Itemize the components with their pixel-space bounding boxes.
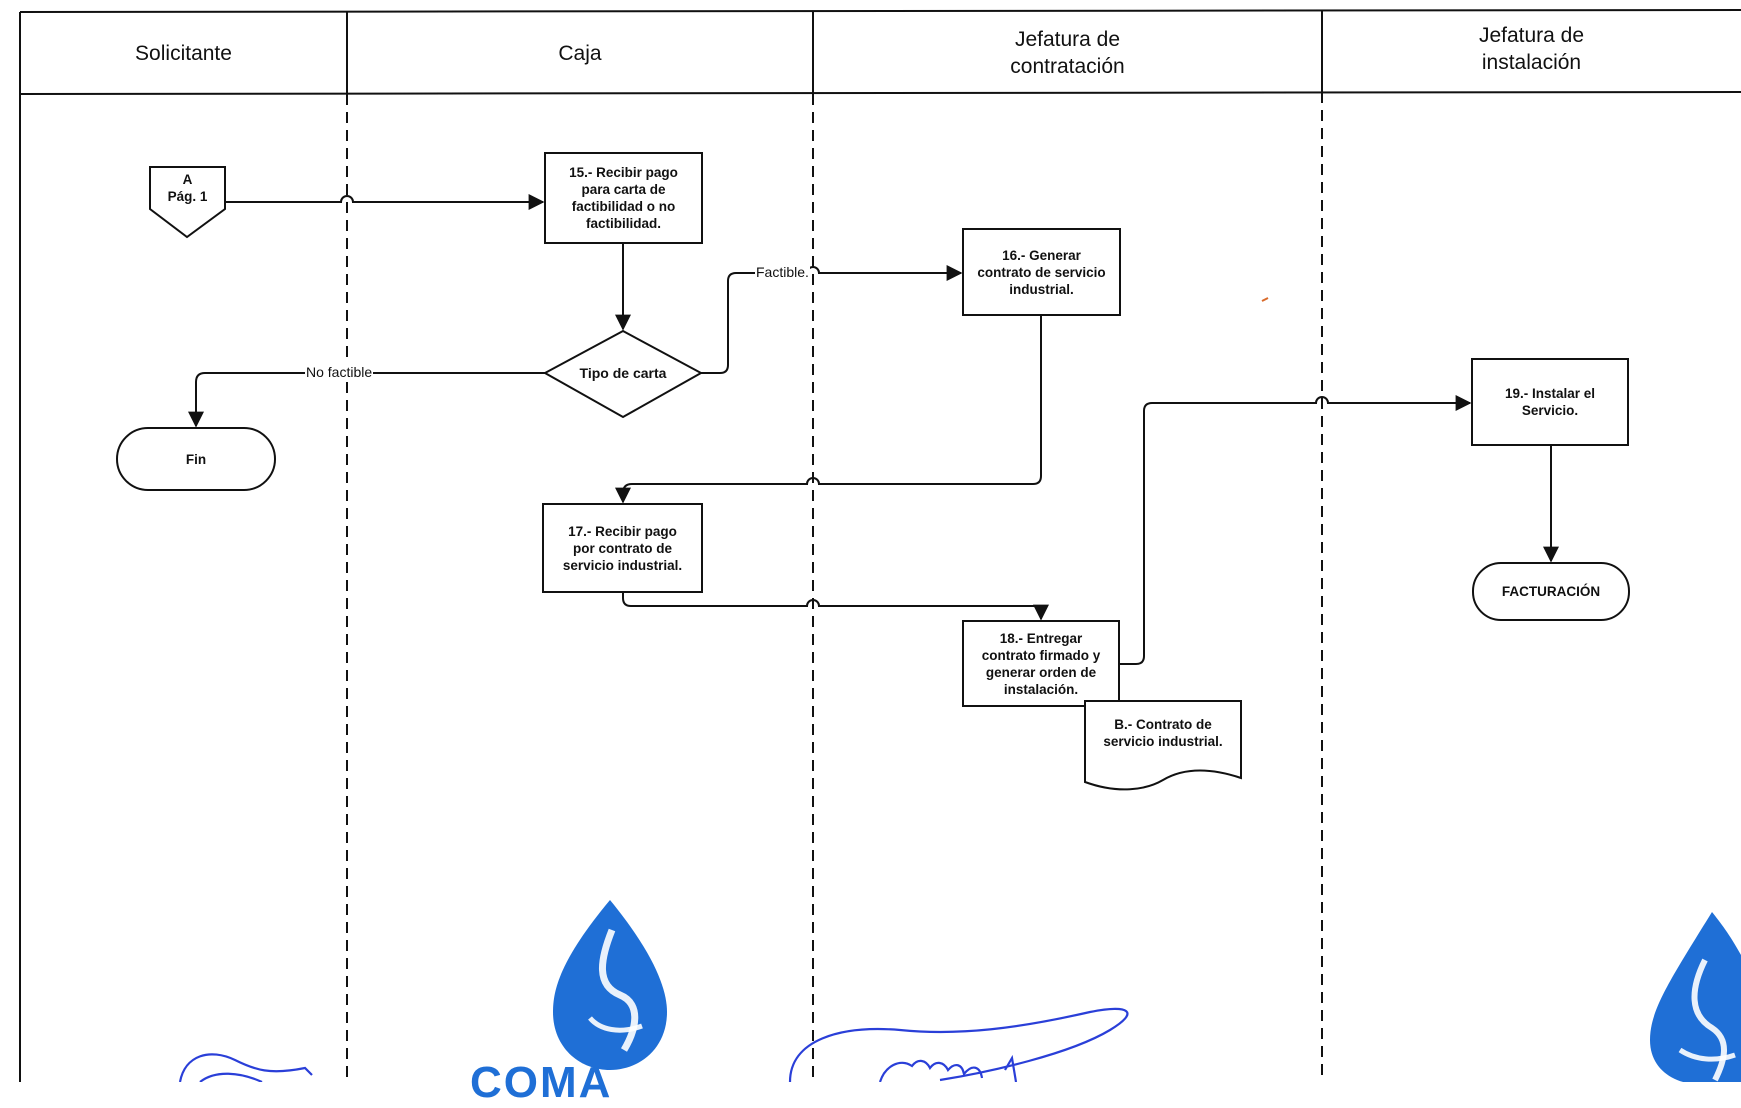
step17-recibir-pago-contrato: 17.- Recibir pago por contrato de servic… <box>562 523 683 573</box>
flow-lines <box>188 194 1559 665</box>
step17-box <box>542 503 703 593</box>
document-b-contrato: B.- Contrato de servicio industrial. <box>1103 717 1223 749</box>
document-b-shape <box>1084 700 1242 791</box>
step19-instalar-servicio: 19.- Instalar el Servicio. <box>1504 386 1596 418</box>
flow-label-factible: Factible. <box>755 264 810 280</box>
step19-box <box>1471 358 1629 446</box>
step18-box <box>962 620 1120 707</box>
lane-header-solicitante: Solicitante <box>135 41 232 65</box>
lane-header-caja: Caja <box>558 41 602 65</box>
decision-diamond <box>542 329 704 419</box>
drop-logo-right <box>1650 912 1741 1082</box>
billing-terminator <box>1472 562 1630 621</box>
step18-entregar-contrato: 18.- Entregar contrato firmado y generar… <box>981 630 1101 697</box>
signature-center <box>788 1007 1129 1082</box>
end-fin: Fin <box>185 451 207 467</box>
signature-left <box>178 1053 313 1082</box>
lane-dividers <box>346 92 1323 1082</box>
end-terminator <box>116 427 276 491</box>
flowchart-page: Solicitante Caja Jefatura de contratació… <box>19 9 1741 1107</box>
billing-facturacion: FACTURACIÓN <box>1501 584 1601 599</box>
logo-text-left: COMA <box>470 1058 613 1107</box>
offpage-connector-a: A Pág. 1 <box>167 172 208 204</box>
offpage-connector-a-shape <box>149 166 226 239</box>
lane-header-jefatura-instalacion: Jefatura de instalación <box>1478 24 1585 74</box>
flow-label-no-factible: No factible <box>305 364 374 380</box>
step15-recibir-pago-carta: 15.- Recibir pago para carta de factibil… <box>569 165 678 231</box>
header-frame <box>19 9 1741 1082</box>
lane-header-jefatura-contratacion: Jefatura de contratación <box>1010 28 1125 78</box>
drop-logo-left <box>553 900 667 1070</box>
flowchart-graphics <box>19 9 1741 1082</box>
decision-tipo-de-carta: Tipo de carta <box>579 364 667 381</box>
ink-mark <box>1261 297 1269 302</box>
step16-generar-contrato: 16.- Generar contrato de servicio indust… <box>977 247 1106 297</box>
